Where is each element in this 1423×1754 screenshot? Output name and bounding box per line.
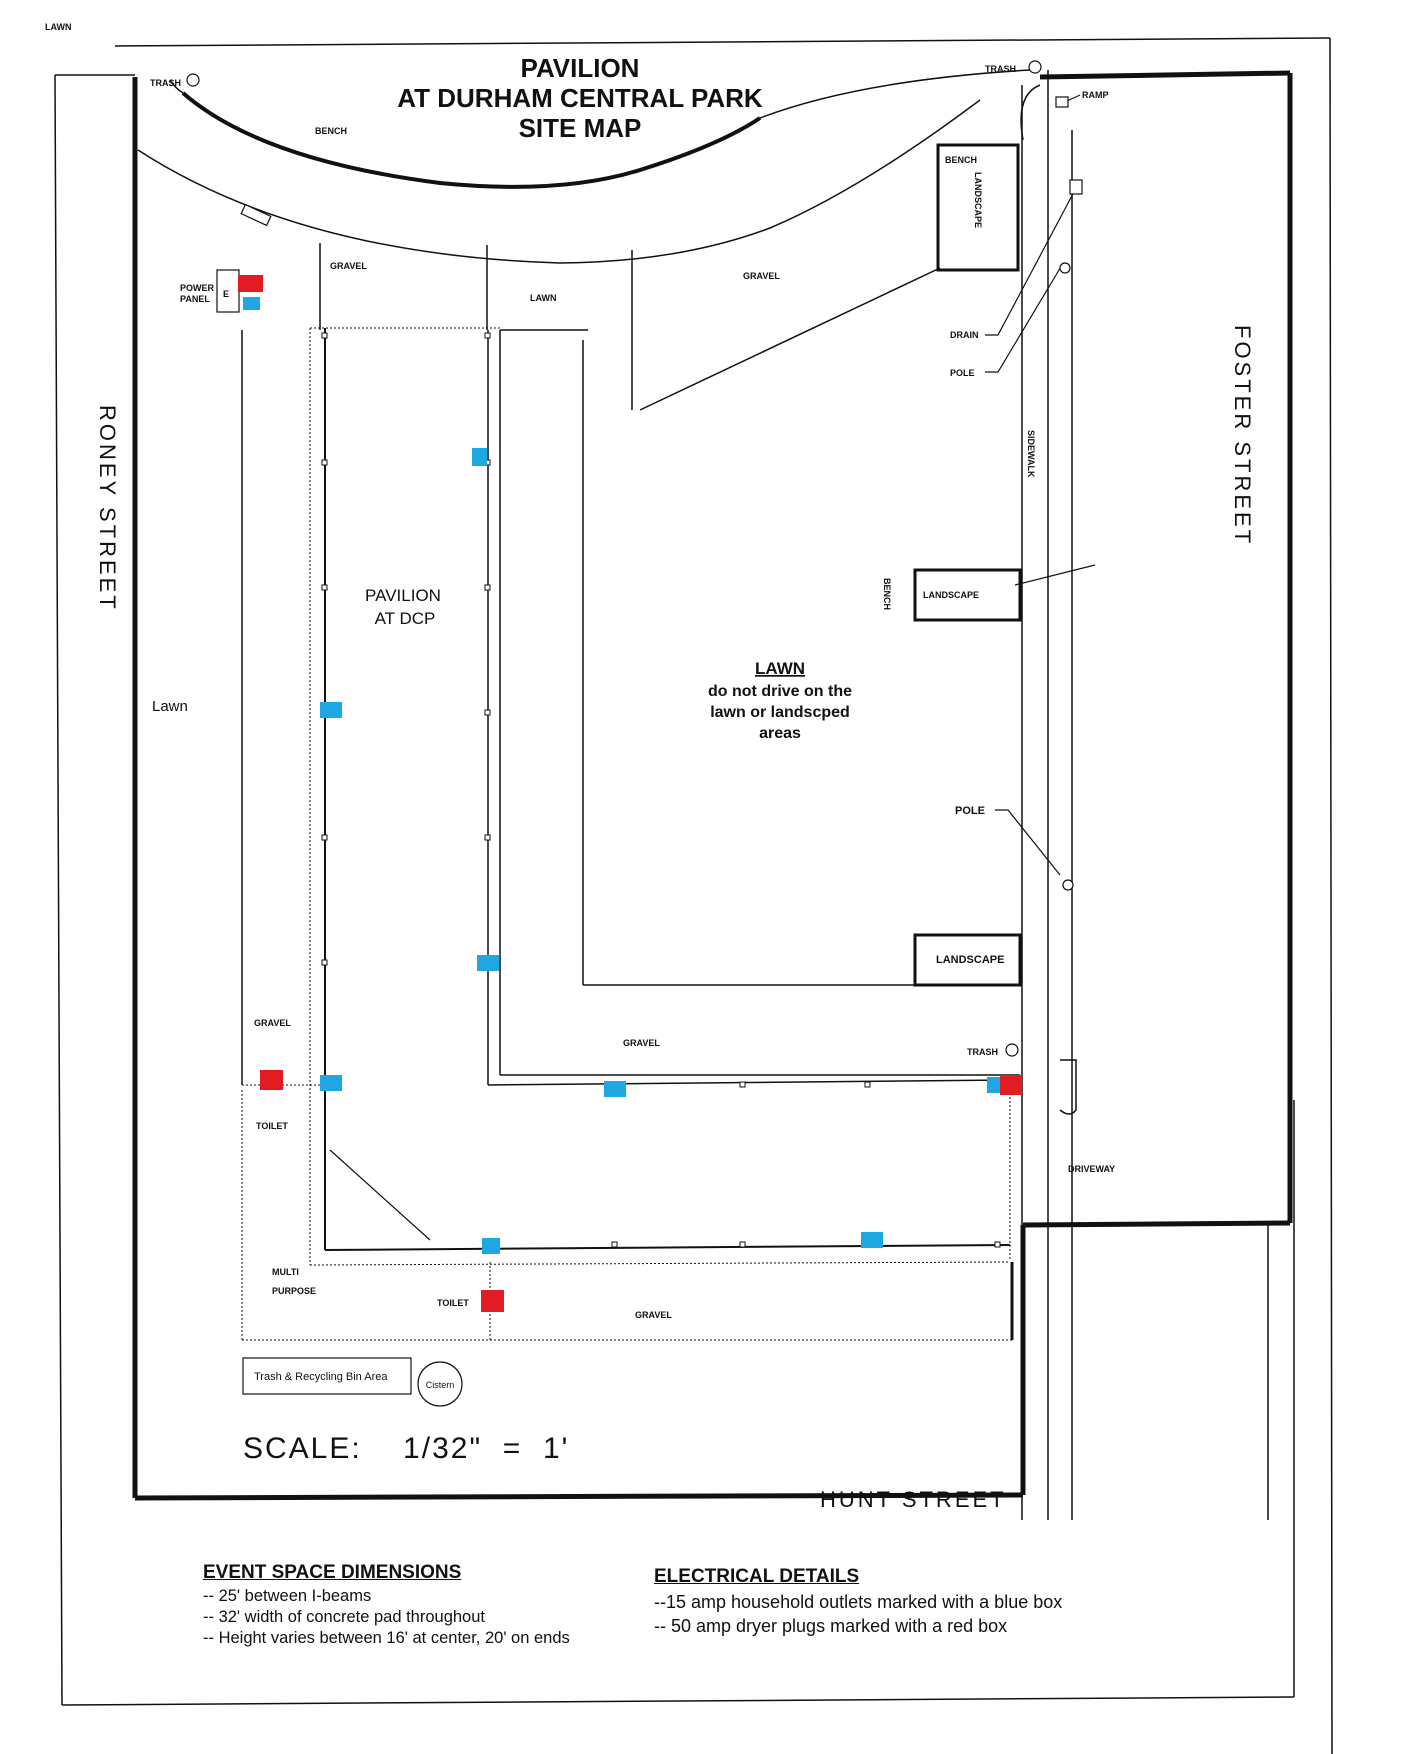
event-space-line: -- Height varies between 16' at center, …: [203, 1629, 570, 1647]
trash-recycling-label: Trash & Recycling Bin Area: [254, 1371, 388, 1383]
landscape-label-low: LANDSCAPE: [936, 954, 1004, 966]
landscape-label-mid: LANDSCAPE: [923, 590, 979, 600]
bench-label-e: BENCH: [882, 578, 892, 610]
street-hunt: HUNT STREET: [820, 1487, 1007, 1512]
map-title-line2: AT DURHAM CENTRAL PARK: [397, 83, 763, 113]
outlet-15amp: [604, 1081, 626, 1097]
outlet-15amp: [482, 1238, 500, 1254]
cistern: [417, 1361, 463, 1407]
toilet-label-w: TOILET: [256, 1121, 288, 1131]
gravel-label-nw: GRAVEL: [330, 261, 367, 271]
pavilion-structure: [241, 327, 1014, 1341]
map-title-line3: SITE MAP: [519, 113, 642, 143]
trash-label-ne: TRASH: [985, 64, 1016, 74]
lawn-label-small: LAWN: [530, 293, 557, 303]
gravel-label-w: GRAVEL: [254, 1018, 291, 1028]
driveway-label: DRIVEWAY: [1068, 1164, 1115, 1174]
property-boundary: [132, 70, 1293, 1501]
bench-landscape-box: [936, 143, 1020, 272]
outlets-15amp: [243, 297, 1002, 1254]
leader-lines: [985, 94, 1096, 876]
event-space-legend: EVENT SPACE DIMENSIONS -- 25' between I-…: [203, 1562, 570, 1649]
outlet-15amp: [320, 702, 342, 718]
outlet-15amp: [243, 297, 260, 310]
curved-walkway: [137, 69, 1031, 264]
outlet-15amp: [477, 955, 499, 971]
column-posts: [321, 332, 1001, 1248]
lawn-side-label: Lawn: [152, 698, 188, 715]
pavilion-label-2: AT DCP: [375, 609, 436, 628]
cistern-label: Cistern: [426, 1380, 455, 1390]
plug-50amp: [238, 275, 263, 292]
street-roney: RONEY STREET: [95, 405, 120, 612]
landscape-box-mid: [913, 568, 1022, 622]
gravel-label-bottom: GRAVEL: [635, 1310, 672, 1320]
gravel-label-s: GRAVEL: [623, 1038, 660, 1048]
pole-label-south: POLE: [955, 805, 985, 817]
lawn-notice-line2: lawn or landscped: [710, 704, 850, 721]
page-frame: [54, 37, 1333, 1754]
multi-purpose-label-1: MULTI: [272, 1267, 299, 1277]
top-gravel-lawn-lines: [319, 243, 1020, 1076]
outlet-15amp: [320, 1075, 342, 1091]
corner-lawn-label: LAWN: [45, 22, 72, 32]
electrical-heading: ELECTRICAL DETAILS: [654, 1566, 860, 1587]
power-panel-marker: E: [223, 289, 229, 299]
event-space-line: -- 25' between I-beams: [203, 1587, 372, 1605]
electrical-line-15amp: --15 amp household outlets marked with a…: [654, 1592, 1063, 1612]
power-panel-label-1: POWER: [180, 283, 215, 293]
pavilion-label-1: PAVILION: [365, 586, 441, 605]
multi-purpose-label-2: PURPOSE: [272, 1286, 316, 1296]
trash-label-se: TRASH: [967, 1047, 998, 1057]
outlet-15amp: [472, 448, 487, 466]
lawn-notice-line1: do not drive on the: [708, 683, 852, 700]
ramp-label: RAMP: [1082, 90, 1109, 100]
scale-label: SCALE: 1/32" = 1': [243, 1432, 569, 1465]
toilet-label-s: TOILET: [437, 1298, 469, 1308]
lawn-notice-line3: areas: [759, 725, 801, 742]
bench-label-nw: BENCH: [315, 126, 347, 136]
bench-label-ne: BENCH: [945, 155, 977, 165]
trash-label-nw: TRASH: [150, 78, 181, 88]
site-fixtures: [186, 60, 1083, 1057]
outlet-15amp: [861, 1232, 883, 1248]
electrical-legend: ELECTRICAL DETAILS --15 amp household ou…: [654, 1566, 1062, 1638]
pole-label-north: POLE: [950, 368, 975, 378]
plug-50amp: [1000, 1075, 1022, 1095]
plug-50amp: [260, 1070, 283, 1090]
power-panel-label-2: PANEL: [180, 294, 210, 304]
plug-50amp: [481, 1290, 504, 1312]
outlet-15amp: [987, 1077, 1002, 1093]
plugs-50amp: [238, 275, 1022, 1312]
electrical-line-50amp: -- 50 amp dryer plugs marked with a red …: [654, 1616, 1008, 1636]
street-foster: FOSTER STREET: [1230, 325, 1255, 546]
lawn-notice-heading: LAWN: [755, 659, 805, 678]
event-space-heading: EVENT SPACE DIMENSIONS: [203, 1562, 462, 1583]
event-space-line: -- 32' width of concrete pad throughout: [203, 1608, 485, 1626]
map-title-line1: PAVILION: [521, 53, 640, 83]
landscape-box-low: [913, 933, 1022, 987]
landscape-label-ne: LANDSCAPE: [973, 172, 983, 228]
sidewalk-label: SIDEWALK: [1026, 430, 1036, 478]
drain-label: DRAIN: [950, 330, 979, 340]
trash-recycling-area: [242, 1357, 412, 1395]
gravel-label-n: GRAVEL: [743, 271, 780, 281]
sidewalk-lines: [1020, 70, 1269, 1520]
